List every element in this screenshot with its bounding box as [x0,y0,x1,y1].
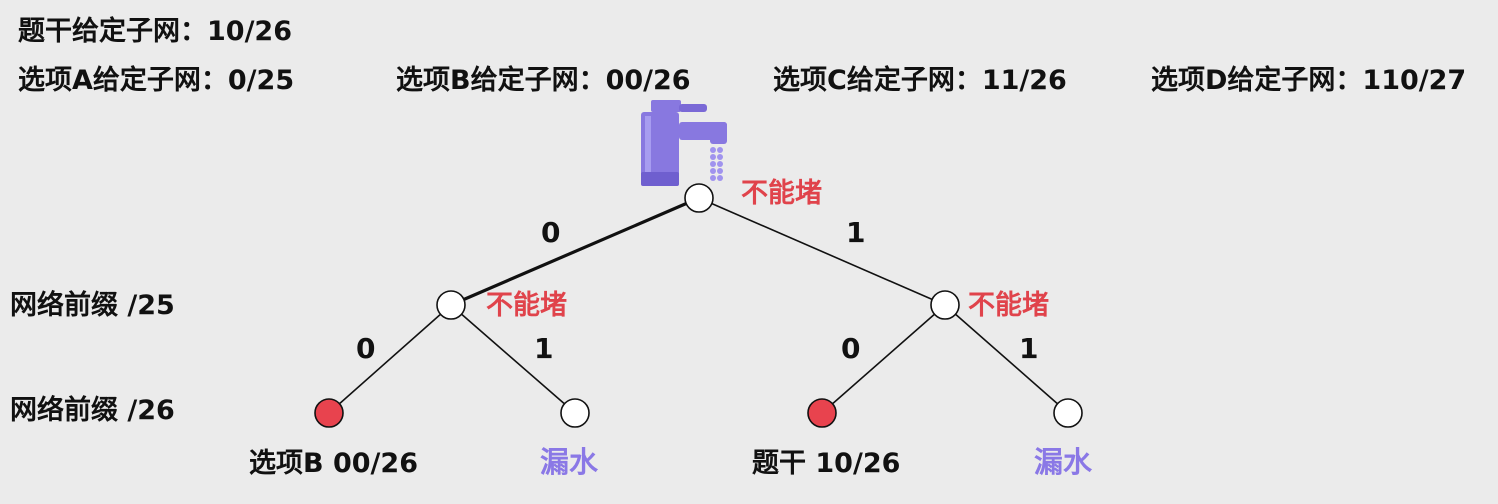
edge-right-right [944,304,1069,414]
blocked-label-left: 不能堵 [486,290,567,321]
option-d-subnet-text: 选项D给定子网：110/27 [1151,65,1467,96]
faucet-icon [641,100,727,186]
leaf-11-node [1053,398,1083,428]
option-b-subnet-text: 选项B给定子网：00/26 [396,65,691,96]
leaf-label-stem: 题干 10/26 [752,448,901,479]
water-stream [710,147,723,181]
edge-root-left [450,196,700,307]
stem-subnet-text: 题干给定子网：10/26 [18,16,293,47]
blocked-label-root: 不能堵 [741,178,822,209]
edge-right-left [821,304,946,414]
edge-label-root-0: 0 [541,216,561,249]
node-right [930,290,960,320]
node-left [436,290,466,320]
root-node [684,183,714,213]
edge-left-left [328,304,452,414]
leaf-10-node [807,398,837,428]
leaf-label-leak-right: 漏水 [1034,445,1093,479]
option-c-subnet-text: 选项C给定子网：11/26 [773,65,1067,96]
edge-left-right [450,304,576,414]
edge-label-right-0: 0 [841,332,861,365]
option-a-subnet-text: 选项A给定子网：0/25 [18,65,295,96]
prefix-26-label: 网络前缀 /26 [10,395,175,426]
leaf-00-node [314,398,344,428]
leaf-01-node [560,398,590,428]
edge-label-right-1: 1 [1019,332,1039,365]
edge-label-root-1: 1 [846,216,866,249]
prefix-25-label: 网络前缀 /25 [10,290,175,321]
edge-label-left-0: 0 [356,332,376,365]
leaf-label-option-b: 选项B 00/26 [249,448,418,479]
blocked-label-right: 不能堵 [968,290,1049,321]
edge-root-right [698,197,946,306]
edge-label-left-1: 1 [534,332,554,365]
leaf-label-leak-left: 漏水 [540,445,599,479]
